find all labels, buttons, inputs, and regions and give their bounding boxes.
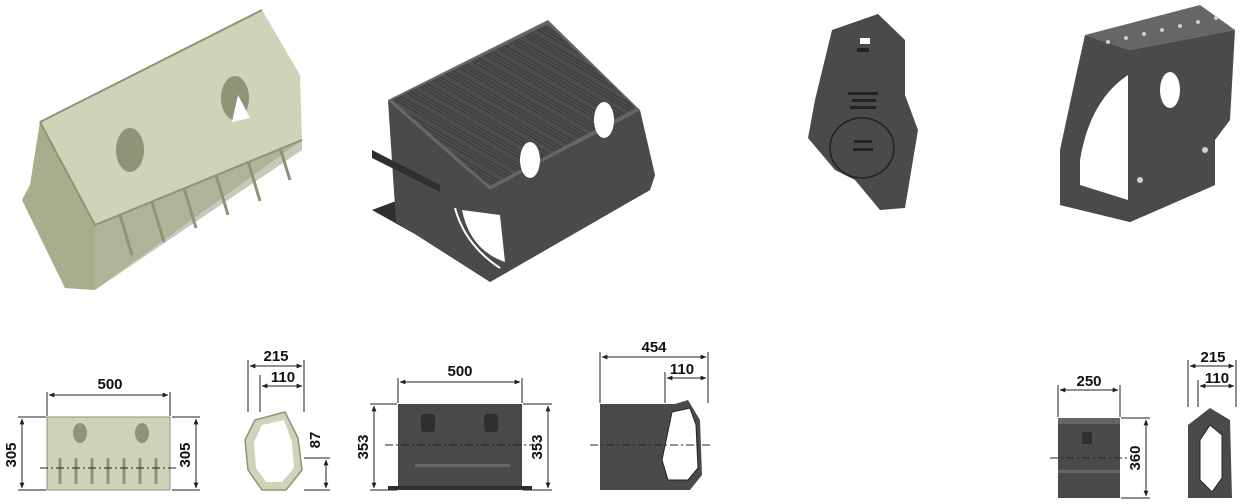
dim-plastic-height-right: 353 (529, 434, 546, 459)
end-cover-plate-view (808, 14, 918, 210)
plastic-profile-dimensions (599, 352, 709, 403)
concrete-front-dimensions (18, 392, 200, 491)
concrete-channel-3d-view (22, 9, 303, 290)
dim-plastic-profile-outer: 454 (641, 339, 667, 356)
dim-concrete-width: 500 (97, 376, 122, 393)
dim-concrete-profile-outer: 215 (263, 348, 288, 365)
concrete-channel-profile-view (244, 411, 303, 491)
dim-concrete-profile-inner: 110 (271, 369, 295, 386)
end-unit-front-view (1050, 418, 1128, 498)
end-unit-profile-view (1188, 408, 1232, 498)
dim-concrete-height-right: 305 (177, 442, 194, 467)
dim-end-unit-height: 360 (1127, 445, 1144, 470)
dim-end-unit-profile-outer: 215 (1200, 349, 1225, 366)
dim-plastic-profile-inner: 110 (670, 361, 694, 378)
plastic-housing-front-view (385, 404, 535, 490)
dim-end-unit-profile-inner: 110 (1205, 370, 1229, 387)
plastic-front-dimensions (370, 378, 552, 491)
dim-plastic-width: 500 (447, 363, 472, 380)
plastic-housing-profile-view (590, 400, 712, 490)
dim-concrete-profile-depth: 87 (307, 432, 324, 449)
end-unit-profile-dimensions (1187, 360, 1237, 407)
dim-end-unit-width: 250 (1076, 373, 1101, 390)
concrete-profile-dimensions (247, 360, 330, 491)
end-unit-front-dimensions (1057, 385, 1150, 499)
plastic-housing-3d-view (372, 20, 655, 282)
dim-plastic-height-left: 353 (355, 434, 372, 459)
end-unit-3d-view (1060, 5, 1235, 222)
concrete-channel-front-view (40, 416, 178, 491)
dim-concrete-height-left: 305 (3, 442, 20, 467)
